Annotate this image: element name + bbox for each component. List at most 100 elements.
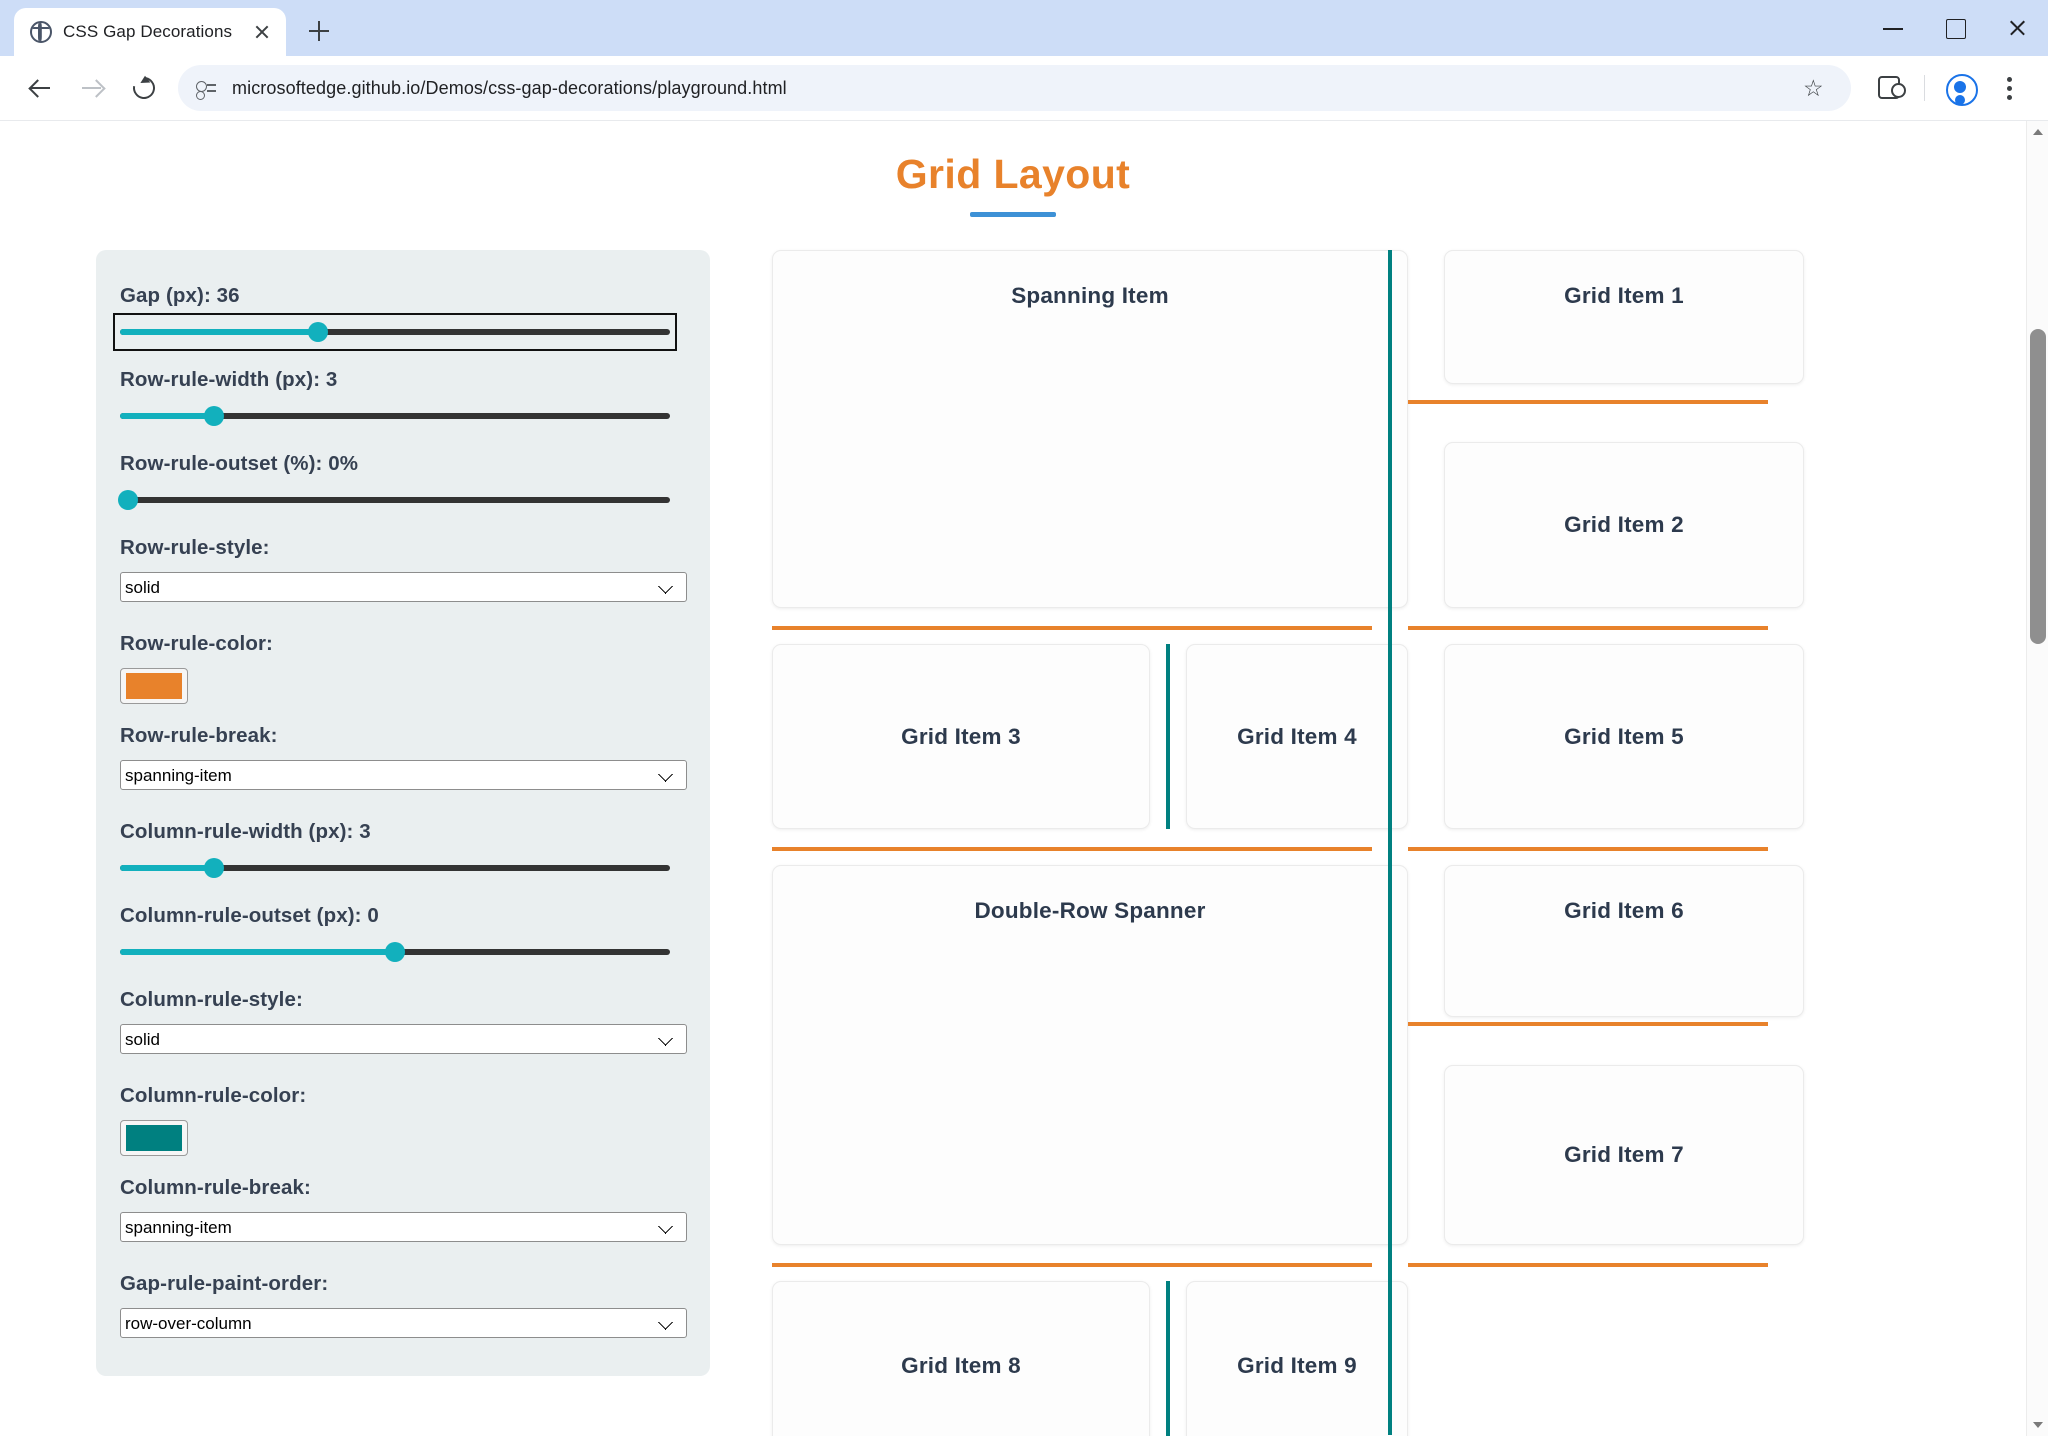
site-info-icon[interactable] (194, 76, 218, 100)
gap-slider[interactable] (113, 313, 677, 351)
toolbar-right-actions (1863, 62, 2034, 114)
control-row-rule-outset: Row-rule-outset (%): 0% (118, 452, 670, 512)
row-rule-segment (1408, 626, 1768, 630)
page-scrollbar[interactable] (2026, 121, 2048, 1436)
control-row-rule-style: Row-rule-style: solid (120, 536, 687, 628)
grid-cell-item3: Grid Item 3 (772, 644, 1150, 829)
grid-cell-label: Double-Row Spanner (974, 898, 1206, 923)
toolbar-divider (1924, 75, 1925, 101)
grid-cell-double-row-spanner: Double-Row Spanner (772, 865, 1408, 1245)
grid-container: Spanning Item Grid Item 1 Grid Item 2 Gr… (772, 250, 1934, 1436)
row-rule-segment (772, 626, 1372, 630)
controls-panel: Gap (px): 36 Row-rule-width (px): 3 (96, 250, 710, 1376)
account-circle-icon[interactable] (1934, 62, 1986, 114)
grid-cell-item8: Grid Item 8 (772, 1281, 1150, 1436)
row-rule-segment (1408, 1022, 1768, 1026)
grid-cell-item5: Grid Item 5 (1444, 644, 1804, 829)
grid-cell-item4: Grid Item 4 (1186, 644, 1408, 829)
minimize-icon[interactable] (1862, 0, 1924, 56)
grid-cell-label: Grid Item 1 (1564, 283, 1684, 308)
control-row-rule-break-label: Row-rule-break: (120, 724, 278, 747)
star-icon[interactable]: ☆ (1803, 75, 1824, 101)
control-column-rule-color: Column-rule-color: (120, 1084, 670, 1156)
forward-arrow-icon[interactable] (66, 62, 118, 114)
column-rule-segment (1166, 1281, 1170, 1436)
browser-tab[interactable]: CSS Gap Decorations playgroun (14, 8, 286, 56)
row-rule-style-select[interactable]: solid (120, 572, 687, 602)
control-gap-label: Gap (px): 36 (120, 284, 240, 307)
row-rule-width-slider[interactable] (120, 404, 670, 428)
control-column-rule-style: Column-rule-style: solid (120, 988, 687, 1080)
maximize-icon[interactable] (1924, 0, 1986, 56)
control-column-rule-outset: Column-rule-outset (px): 0 (120, 904, 670, 964)
control-column-rule-style-label: Column-rule-style: (120, 988, 303, 1011)
scroll-down-arrow-icon[interactable] (2027, 1414, 2048, 1436)
browser-toolbar: microsoftedge.github.io/Demos/css-gap-de… (0, 56, 2048, 120)
row-rule-segment (1408, 847, 1768, 851)
reload-icon[interactable] (118, 62, 170, 114)
grid-cell-item7: Grid Item 7 (1444, 1065, 1804, 1245)
grid-cell-item6: Grid Item 6 (1444, 865, 1804, 1017)
row-rule-break-select[interactable]: spanning-item (120, 760, 687, 790)
column-rule-segment (1166, 644, 1170, 829)
grid-cell-label: Grid Item 8 (901, 1353, 1021, 1378)
row-rule-color-swatch (126, 673, 182, 699)
row-rule-segment (1408, 400, 1768, 404)
control-gap-rule-paint-order: Gap-rule-paint-order: row-over-column (120, 1272, 687, 1338)
grid-cell-label: Grid Item 2 (1564, 512, 1684, 537)
row-rule-segment (772, 847, 1372, 851)
control-column-rule-break: Column-rule-break: spanning-item (120, 1176, 687, 1268)
scroll-up-arrow-icon[interactable] (2027, 121, 2048, 143)
web-page-content: Grid Layout Gap (px): 36 (0, 121, 2026, 1436)
grid-cell-label: Grid Item 4 (1237, 723, 1357, 749)
window-close-icon[interactable] (1986, 0, 2048, 56)
row-rule-segment (772, 1263, 1372, 1267)
window-controls (1862, 0, 2048, 56)
three-dot-menu-icon[interactable] (1986, 62, 2034, 114)
grid-cell-label: Spanning Item (1011, 283, 1169, 308)
column-rule-style-select[interactable]: solid (120, 1024, 687, 1054)
grid-cell-item2: Grid Item 2 (1444, 442, 1804, 608)
row-rule-segment (1408, 1263, 1768, 1267)
row-rule-outset-slider[interactable] (118, 488, 670, 512)
control-column-rule-break-label: Column-rule-break: (120, 1176, 311, 1199)
grid-cell-label: Grid Item 9 (1237, 1353, 1357, 1378)
column-rule-width-slider[interactable] (120, 856, 670, 880)
grid-cell-label: Grid Item 3 (901, 723, 1021, 749)
globe-icon (30, 21, 52, 43)
back-arrow-icon[interactable] (14, 62, 66, 114)
grid-cell-item9: Grid Item 9 (1186, 1281, 1408, 1436)
scrollbar-thumb[interactable] (2030, 329, 2046, 644)
grid-cell-label: Grid Item 7 (1564, 1142, 1684, 1167)
puzzle-icon[interactable] (1863, 62, 1915, 114)
title-underline (970, 212, 1056, 217)
column-rule-break-select[interactable]: spanning-item (120, 1212, 687, 1242)
address-bar[interactable]: microsoftedge.github.io/Demos/css-gap-de… (178, 65, 1851, 111)
column-rule-outset-slider[interactable] (120, 940, 670, 964)
new-tab-button[interactable] (296, 8, 342, 54)
browser-titlebar: CSS Gap Decorations playgroun (0, 0, 2048, 56)
column-rule-color-swatch (126, 1125, 182, 1151)
url-text: microsoftedge.github.io/Demos/css-gap-de… (232, 77, 787, 98)
control-row-rule-style-label: Row-rule-style: (120, 536, 270, 559)
column-rule-color-picker[interactable] (120, 1120, 188, 1156)
grid-demo-area: Spanning Item Grid Item 1 Grid Item 2 Gr… (772, 250, 1934, 1436)
row-rule-color-picker[interactable] (120, 668, 188, 704)
gap-rule-paint-order-select[interactable]: row-over-column (120, 1308, 687, 1338)
control-row-rule-width: Row-rule-width (px): 3 (120, 368, 670, 428)
grid-cell-label: Grid Item 6 (1564, 898, 1684, 923)
control-gap: Gap (px): 36 (113, 284, 677, 351)
control-column-rule-outset-label: Column-rule-outset (px): 0 (120, 904, 379, 927)
grid-cell-label: Grid Item 5 (1564, 723, 1684, 749)
control-row-rule-break: Row-rule-break: spanning-item (120, 724, 687, 816)
control-column-rule-color-label: Column-rule-color: (120, 1084, 307, 1107)
control-row-rule-color-label: Row-rule-color: (120, 632, 273, 655)
control-column-rule-width: Column-rule-width (px): 3 (120, 820, 670, 880)
tab-close-icon[interactable] (248, 18, 276, 46)
tab-title: CSS Gap Decorations playgroun (63, 22, 237, 41)
control-row-rule-color: Row-rule-color: (120, 632, 670, 704)
page-title: Grid Layout (895, 151, 1131, 197)
control-column-rule-width-label: Column-rule-width (px): 3 (120, 820, 371, 843)
control-gap-rule-paint-order-label: Gap-rule-paint-order: (120, 1272, 329, 1295)
